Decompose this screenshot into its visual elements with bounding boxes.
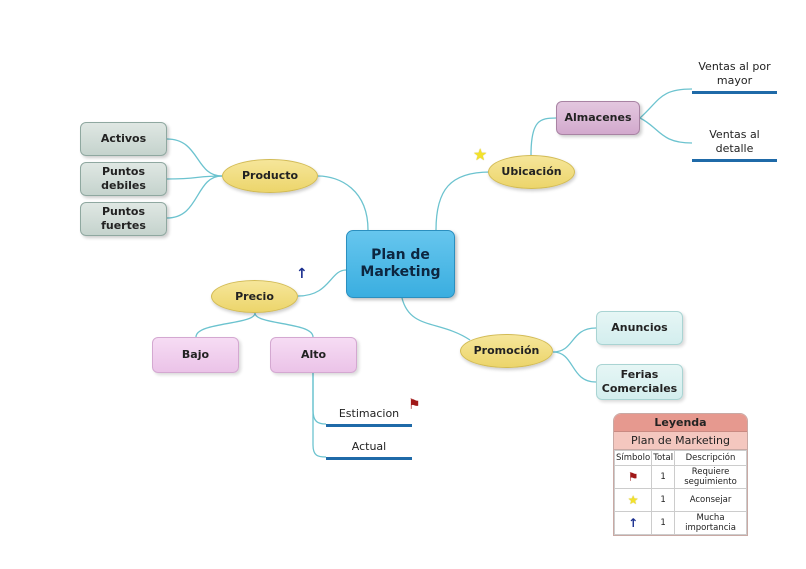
arrow-up-icon: ↑ <box>628 516 639 530</box>
topic-ubicacion[interactable]: Ubicación <box>488 155 575 189</box>
subtopic-activos[interactable]: Activos <box>80 122 167 156</box>
legend-table: Símbolo Total Descripción ⚑ 1 Requiere s… <box>614 450 747 535</box>
subtopic-anuncios[interactable]: Anuncios <box>596 311 683 345</box>
legend-header-total: Total <box>651 450 676 466</box>
link-almacenes-mayor <box>639 88 693 119</box>
legend-subtitle: Plan de Marketing <box>614 432 747 450</box>
link-almacenes-detalle <box>639 117 693 144</box>
legend-row: ↑ 1 Mucha importancia <box>614 511 747 535</box>
subtopic-puntos-debiles[interactable]: Puntos debiles <box>80 162 167 196</box>
leaf-ventas-al-detalle[interactable]: Ventas al detalle <box>692 128 777 162</box>
link-alto-estimacion <box>312 373 327 425</box>
legend-title: Leyenda <box>614 414 747 432</box>
link-central-precio <box>297 269 347 297</box>
legend-panel: Leyenda Plan de Marketing Símbolo Total … <box>613 413 748 536</box>
legend-header-row: Símbolo Total Descripción <box>614 450 747 466</box>
star-icon: ★ <box>627 493 639 507</box>
link-producto-fuertes <box>166 175 223 219</box>
topic-precio[interactable]: Precio <box>211 280 298 313</box>
link-producto-activos <box>166 138 223 177</box>
legend-row: ★ 1 Aconsejar <box>614 488 747 512</box>
topic-producto[interactable]: Producto <box>222 159 318 193</box>
link-central-producto <box>317 175 369 231</box>
legend-header-description: Descripción <box>674 450 747 466</box>
leaf-estimacion[interactable]: Estimacion <box>326 407 412 427</box>
link-central-ubicacion <box>435 171 491 231</box>
link-promocion-anuncios <box>552 327 597 353</box>
arrow-up-icon: ↑ <box>296 266 308 282</box>
central-topic-plan-de-marketing[interactable]: Plan de Marketing <box>346 230 455 298</box>
link-central-promocion <box>401 297 471 341</box>
link-precio-alto <box>254 312 314 338</box>
subtopic-ferias-comerciales[interactable]: Ferias Comerciales <box>596 364 683 400</box>
link-precio-bajo <box>195 312 256 338</box>
flag-icon: ⚑ <box>408 397 421 413</box>
subtopic-alto[interactable]: Alto <box>270 337 357 373</box>
legend-description: Mucha importancia <box>674 511 747 535</box>
flag-icon: ⚑ <box>627 470 639 484</box>
subtopic-bajo[interactable]: Bajo <box>152 337 239 373</box>
leaf-actual[interactable]: Actual <box>326 440 412 460</box>
topic-promocion[interactable]: Promoción <box>460 334 553 368</box>
link-ubicacion-almacenes <box>530 117 557 156</box>
legend-total: 1 <box>651 465 676 489</box>
legend-total: 1 <box>651 511 676 535</box>
subtopic-almacenes[interactable]: Almacenes <box>556 101 640 135</box>
legend-row: ⚑ 1 Requiere seguimiento <box>614 465 747 489</box>
link-alto-actual <box>312 373 327 458</box>
legend-description: Aconsejar <box>674 488 747 512</box>
subtopic-puntos-fuertes[interactable]: Puntos fuertes <box>80 202 167 236</box>
legend-description: Requiere seguimiento <box>674 465 747 489</box>
link-producto-debiles <box>166 175 223 180</box>
leaf-ventas-al-por-mayor[interactable]: Ventas al por mayor <box>692 60 777 94</box>
legend-total: 1 <box>651 488 676 512</box>
legend-header-symbol: Símbolo <box>614 450 653 466</box>
star-icon: ★ <box>473 145 488 164</box>
link-promocion-ferias <box>552 351 597 383</box>
